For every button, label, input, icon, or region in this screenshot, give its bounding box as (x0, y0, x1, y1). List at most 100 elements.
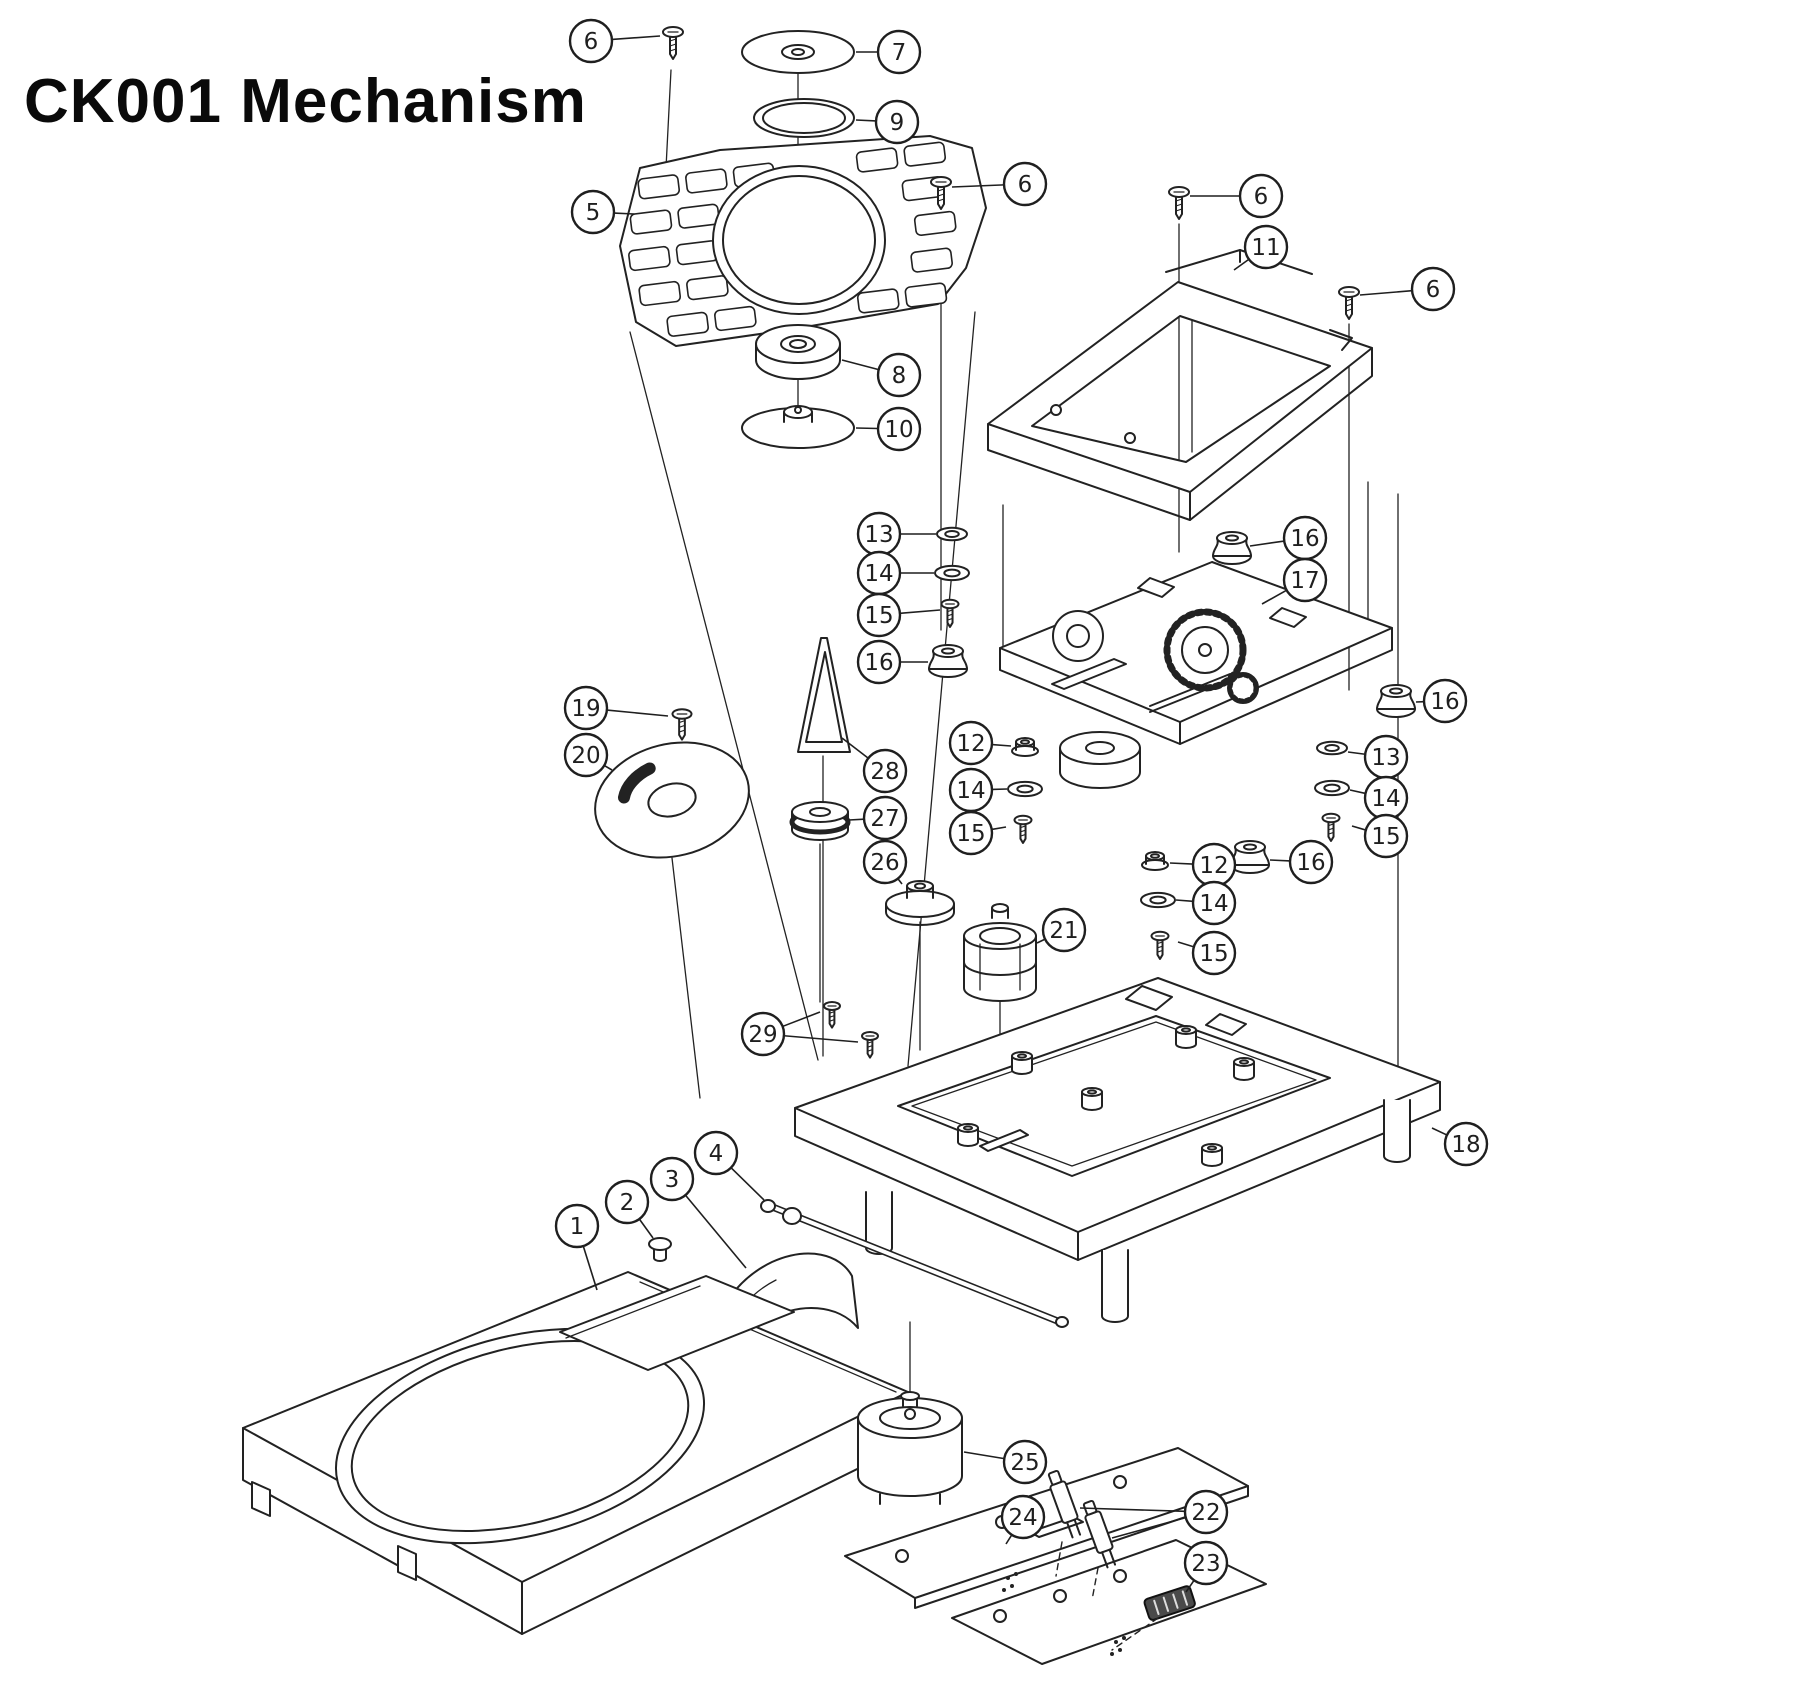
washer-drawing (1007, 780, 1043, 798)
svg-text:15: 15 (1371, 824, 1400, 850)
svg-text:25: 25 (1010, 1450, 1039, 1476)
bottom-dashed-lines (1055, 1541, 1159, 1651)
svg-text:16: 16 (1430, 689, 1459, 715)
callout-20: 20 (563, 732, 613, 778)
svg-text:20: 20 (571, 743, 600, 769)
slip-disc-drawing (594, 741, 750, 859)
callout-12: 12 (1169, 842, 1237, 888)
mechanism-drawing (242, 26, 1441, 1665)
callout-18: 18 (1431, 1121, 1489, 1167)
svg-text:27: 27 (870, 806, 899, 832)
svg-text:8: 8 (892, 363, 907, 389)
svg-text:26: 26 (870, 850, 899, 876)
damper-grommet-drawing (1230, 840, 1270, 874)
screw-drawing (823, 1001, 841, 1029)
damper-grommet-drawing (1212, 531, 1252, 565)
clamper-drawing (755, 324, 841, 380)
callout-14: 14 (1175, 880, 1237, 926)
svg-text:14: 14 (956, 778, 985, 804)
callout-12: 12 (948, 720, 1012, 766)
pulley-upper-drawing (789, 801, 851, 841)
callout-14: 14 (856, 550, 934, 596)
motor-drawing (857, 1391, 963, 1505)
screw-drawing (861, 1031, 879, 1059)
callout-22: 22 (1079, 1489, 1229, 1539)
standoff-drawing (957, 1123, 979, 1147)
callout-14: 14 (1349, 775, 1409, 821)
traverse-assembly-drawing (999, 561, 1393, 789)
callout-16: 16 (1249, 515, 1328, 561)
callout-11: 11 (1233, 224, 1289, 271)
svg-text:11: 11 (1251, 235, 1280, 261)
screw-drawing (1150, 930, 1170, 960)
callout-15: 15 (1351, 813, 1409, 859)
pulley-lower-drawing (885, 880, 955, 926)
callout-14: 14 (948, 767, 1008, 813)
pin-drawing (648, 1237, 672, 1262)
callout-17: 17 (1261, 557, 1328, 605)
svg-text:4: 4 (709, 1141, 724, 1167)
callout-26: 26 (862, 839, 908, 885)
washer-drawing (936, 526, 968, 542)
callout-2: 2 (604, 1179, 654, 1239)
washer-drawing (934, 564, 970, 582)
washer-drawing (1314, 779, 1350, 797)
callout-9: 9 (855, 99, 920, 145)
cone-spring-drawing (797, 637, 851, 753)
svg-text:16: 16 (1290, 526, 1319, 552)
callout-16: 16 (1415, 678, 1468, 724)
svg-text:18: 18 (1451, 1132, 1480, 1158)
svg-text:29: 29 (748, 1022, 777, 1048)
callout-28: 28 (841, 737, 908, 794)
svg-text:10: 10 (884, 417, 913, 443)
callout-23: 23 (1183, 1540, 1229, 1593)
screw-drawing (1168, 186, 1190, 220)
svg-text:15: 15 (864, 603, 893, 629)
callout-25: 25 (963, 1439, 1048, 1485)
standoff-drawing (1081, 1087, 1103, 1111)
disc-tray-drawing (242, 1271, 909, 1635)
svg-text:14: 14 (1199, 891, 1228, 917)
svg-text:22: 22 (1191, 1500, 1220, 1526)
svg-text:14: 14 (1371, 786, 1400, 812)
callout-5: 5 (570, 189, 635, 235)
guide-rod-drawing (760, 1199, 1069, 1328)
callout-15: 15 (948, 810, 1007, 856)
svg-text:3: 3 (665, 1167, 680, 1193)
callout-1: 1 (554, 1203, 600, 1291)
washer-drawing (1316, 740, 1348, 756)
callout-7: 7 (856, 29, 922, 75)
o-ring-drawing (753, 98, 855, 138)
turntable-drawing (741, 405, 855, 449)
screw-drawing (1338, 286, 1360, 320)
svg-text:15: 15 (1199, 941, 1228, 967)
top-frame-drawing (987, 249, 1373, 521)
standoff-drawing (1175, 1025, 1197, 1049)
diagram-title: CK001 Mechanism (24, 67, 587, 136)
callout-29: 29 (740, 1011, 859, 1057)
standoff-drawing (1011, 1051, 1033, 1075)
grille-plate-drawing (619, 135, 987, 347)
svg-text:16: 16 (864, 650, 893, 676)
callout-16: 16 (856, 639, 928, 685)
standoff-drawing (1201, 1143, 1223, 1167)
svg-text:9: 9 (890, 110, 905, 136)
svg-text:6: 6 (1254, 184, 1269, 210)
svg-text:6: 6 (1426, 277, 1441, 303)
svg-text:14: 14 (864, 561, 893, 587)
screw-drawing (671, 708, 693, 741)
svg-text:6: 6 (1018, 172, 1033, 198)
svg-text:7: 7 (892, 40, 907, 66)
svg-text:23: 23 (1191, 1551, 1220, 1577)
svg-text:6: 6 (584, 29, 599, 55)
callout-24: 24 (1000, 1494, 1046, 1545)
svg-text:21: 21 (1049, 918, 1078, 944)
connector-drawing (1143, 1585, 1196, 1621)
cam-gear-drawing (963, 903, 1037, 1002)
callout-13: 13 (1347, 734, 1409, 780)
clamper-disc-drawing (741, 30, 855, 74)
svg-text:24: 24 (1008, 1505, 1037, 1531)
